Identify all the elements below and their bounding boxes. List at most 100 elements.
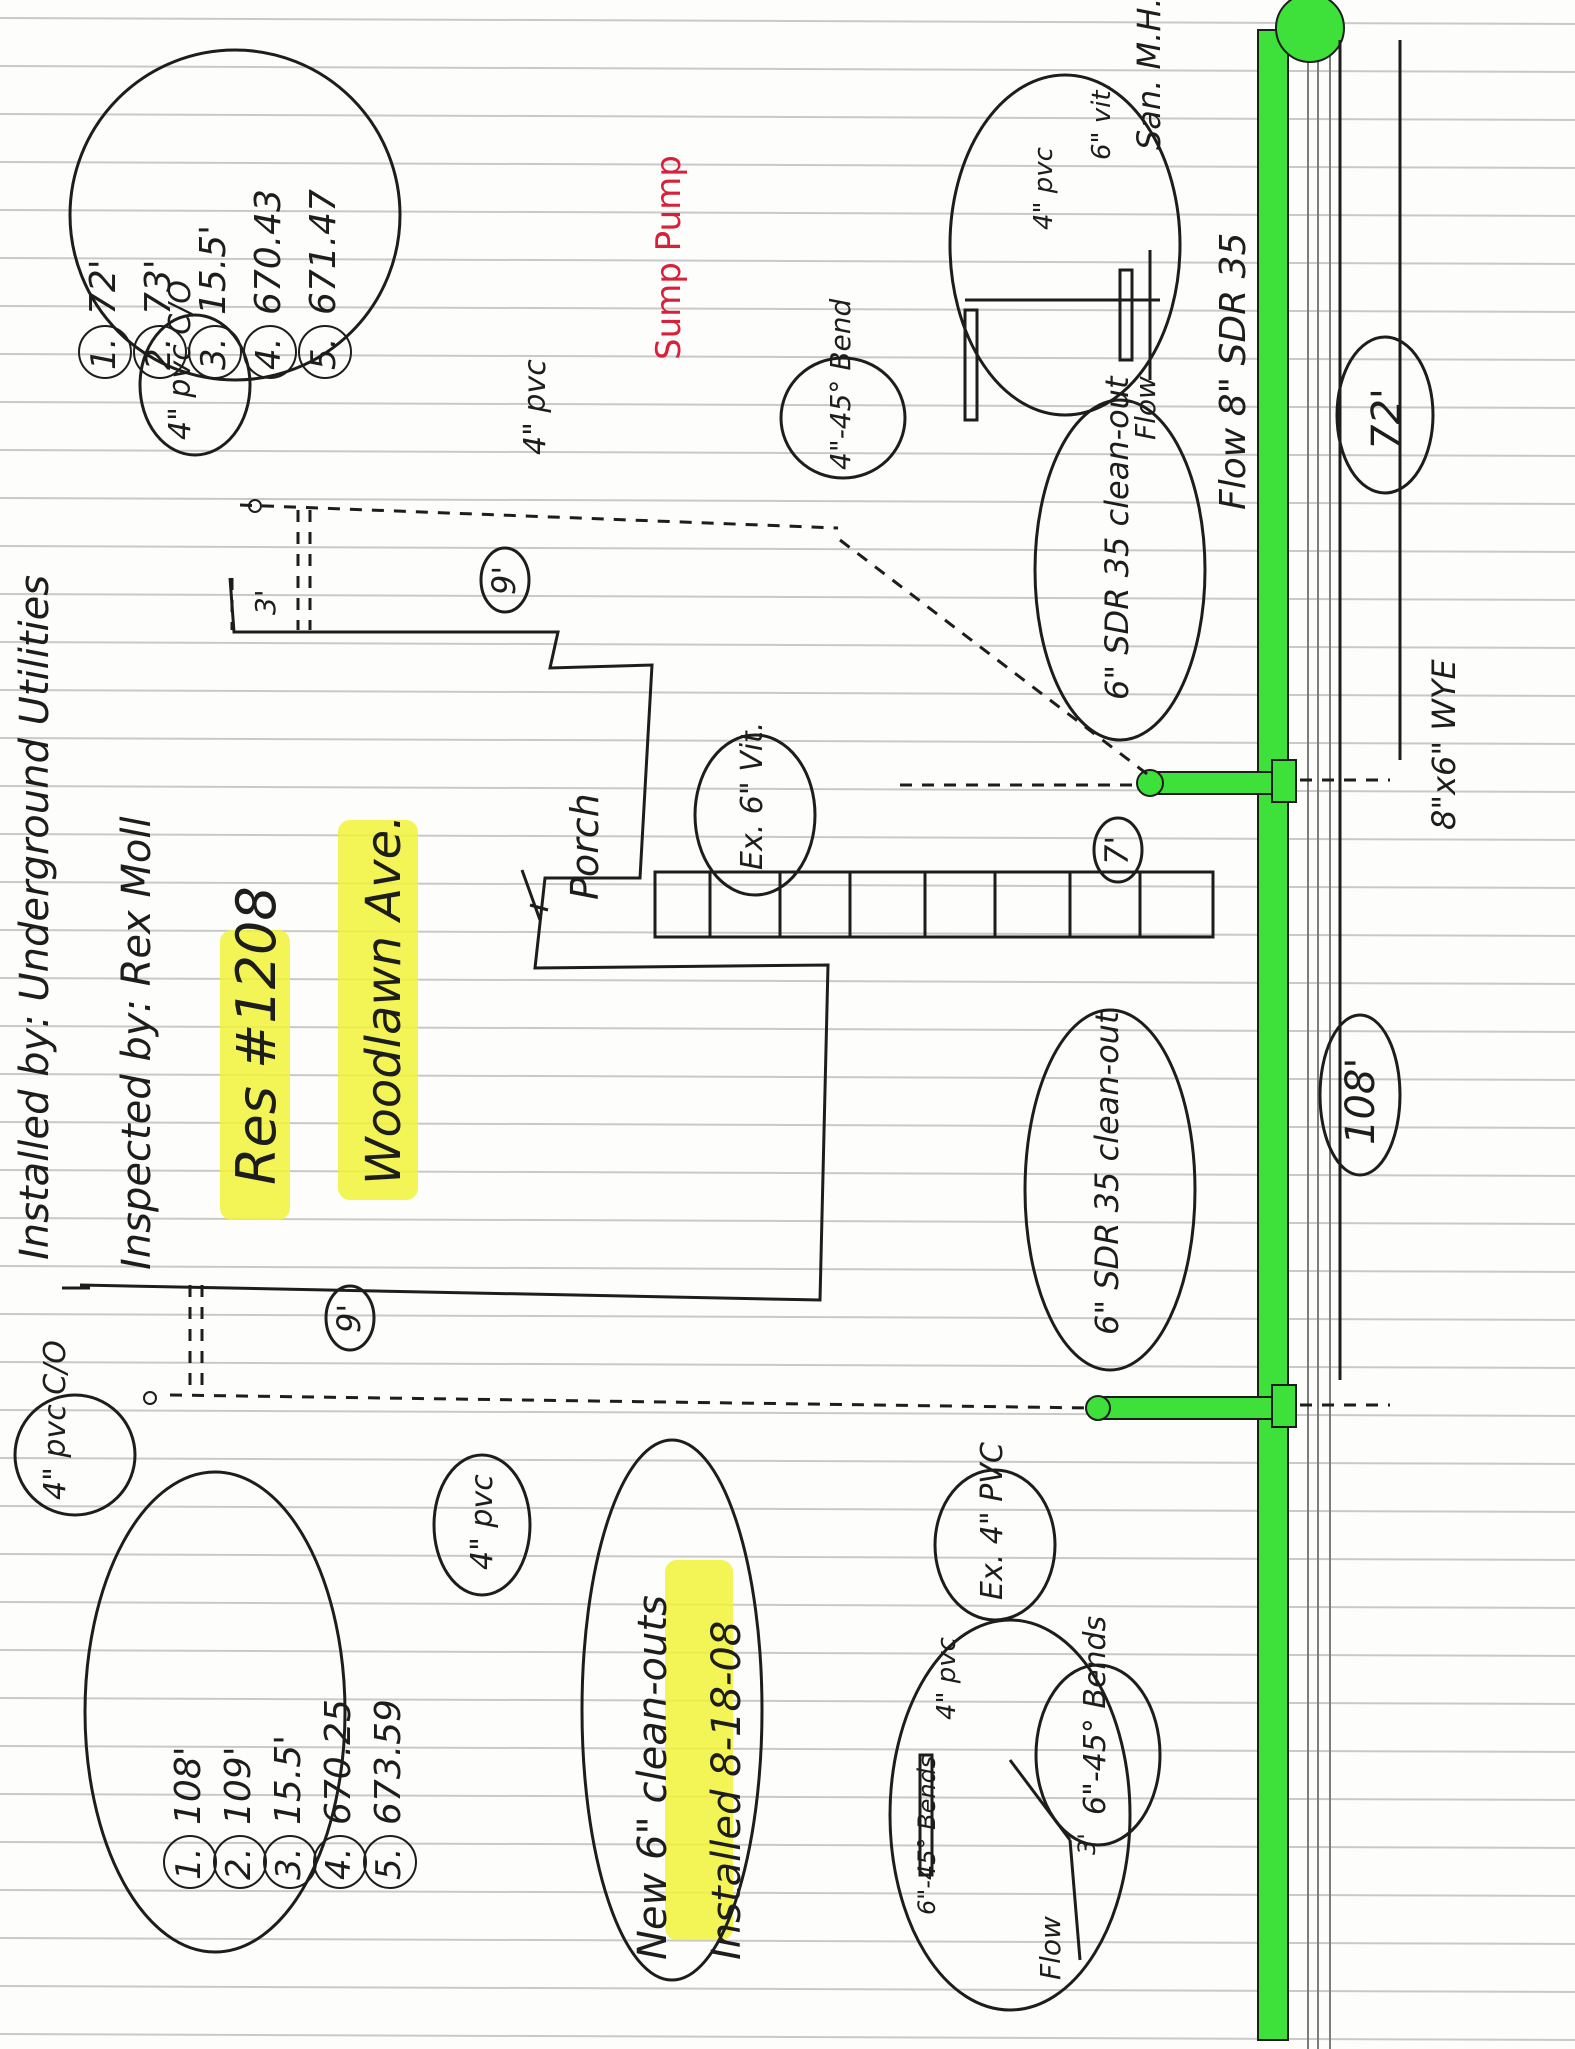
ruled-line bbox=[0, 881, 1575, 889]
installed-date-text: Installed 8-18-08 bbox=[704, 1621, 750, 1960]
legend-num-circle bbox=[298, 325, 352, 379]
cleanout-left-icon bbox=[1085, 1395, 1111, 1421]
ruled-line bbox=[0, 113, 1575, 121]
dim-108: 108' bbox=[1338, 1058, 1384, 1145]
legend-value: 15.5' bbox=[193, 225, 234, 315]
ruled-line bbox=[0, 689, 1575, 697]
legend-num: 3. bbox=[269, 1848, 309, 1880]
legend-num: 3. bbox=[194, 338, 234, 370]
legend-value: 670.25 bbox=[318, 1699, 359, 1825]
highlight-res bbox=[220, 930, 290, 1220]
ruled-line bbox=[0, 1745, 1575, 1753]
san-mh-label: San. M.H. bbox=[1130, 0, 1168, 150]
ruled-line bbox=[0, 497, 1575, 505]
ruled-line bbox=[0, 401, 1575, 409]
detail-right-oval bbox=[948, 73, 1182, 417]
detail-left-oval bbox=[888, 1618, 1132, 2012]
legend-right: 1.72'2.73'3.15.5'4.670.435.671.47 bbox=[78, 189, 352, 379]
detail-right-sketch bbox=[963, 250, 1160, 422]
ruled-line bbox=[0, 2033, 1575, 2041]
ruled-lines bbox=[0, 17, 1575, 2041]
dim-right9-oval bbox=[479, 546, 531, 614]
manhole-icon bbox=[1275, 0, 1345, 63]
legend-value: 671.47 bbox=[303, 189, 344, 315]
bends-left-oval bbox=[1034, 1663, 1162, 1847]
street-text: Woodlawn Ave. bbox=[356, 815, 412, 1185]
highlight-street bbox=[338, 820, 418, 1200]
co-right-label: 4" pvc C/O bbox=[163, 280, 198, 440]
ruled-line bbox=[0, 449, 1575, 457]
ruled-line bbox=[0, 1649, 1575, 1657]
ruled-line bbox=[0, 593, 1575, 601]
pvc-right-label: 4" pvc bbox=[518, 359, 553, 455]
detail-left-sketch bbox=[918, 1753, 1082, 1961]
highlight-date bbox=[665, 1560, 733, 1940]
main-sewer-pipe bbox=[1257, 29, 1289, 2041]
cleanout-right-oval bbox=[1033, 398, 1207, 742]
legend-num: 5. bbox=[304, 338, 344, 370]
ruled-line bbox=[0, 1601, 1575, 1609]
legend-num-circle bbox=[163, 1835, 217, 1889]
legend-num-circle bbox=[213, 1835, 267, 1889]
ruled-line bbox=[0, 1505, 1575, 1513]
legend-value: 108' bbox=[168, 1746, 209, 1825]
wye-label: 8"x6" WYE bbox=[1425, 659, 1463, 830]
bend-right-oval bbox=[779, 356, 907, 480]
legend-num-circle bbox=[133, 325, 187, 379]
ruled-line bbox=[0, 1793, 1575, 1801]
detail-right-vit-label: 6" vit. bbox=[1087, 82, 1117, 160]
legend-right-oval bbox=[68, 48, 402, 382]
ruled-line bbox=[0, 1313, 1575, 1321]
ruled-line bbox=[0, 1985, 1575, 1993]
dim-left9: 9' bbox=[330, 1304, 368, 1333]
dim-72-oval bbox=[1335, 335, 1435, 495]
cleanout-cap-left-icon bbox=[143, 1391, 157, 1405]
ruled-line bbox=[0, 737, 1575, 745]
flow-left-label: Flow bbox=[1034, 1916, 1067, 1980]
dim-seven: 7' bbox=[1098, 836, 1136, 865]
inspected-by-text: Inspected by: Rex Moll bbox=[114, 816, 160, 1270]
detail-left-pvc-label: 4" pvc bbox=[932, 1637, 962, 1720]
legend-value: 15.5' bbox=[268, 1735, 309, 1825]
legend-left-oval bbox=[83, 1470, 347, 1954]
legend-num-circle bbox=[188, 325, 242, 379]
legend-num-circle bbox=[78, 325, 132, 379]
legend-value: 673.59 bbox=[368, 1699, 409, 1825]
legend-value: 670.43 bbox=[248, 189, 289, 315]
ruled-line bbox=[0, 833, 1575, 841]
ex6vit-oval bbox=[693, 733, 817, 897]
cleanout-cap-right-icon bbox=[248, 499, 262, 513]
lateral-right bbox=[1149, 771, 1273, 795]
ruled-line bbox=[0, 641, 1575, 649]
legend-value: 72' bbox=[83, 259, 124, 315]
ruled-line bbox=[0, 257, 1575, 265]
legend-value: 73' bbox=[138, 259, 179, 315]
dim-three-top: 3' bbox=[249, 589, 282, 615]
legend-num: 5. bbox=[369, 1848, 409, 1880]
wye-right bbox=[1271, 759, 1297, 803]
service-lines bbox=[169, 503, 1390, 1410]
cleanout-right-label: 6" SDR 35 clean-out bbox=[1098, 375, 1136, 700]
ruled-line bbox=[0, 1937, 1575, 1945]
porch-arrow bbox=[520, 869, 549, 921]
ruled-line bbox=[0, 1697, 1575, 1705]
dim-108-oval bbox=[1318, 1013, 1402, 1177]
installed-by-text: Installed by: Underground Utilities bbox=[12, 575, 58, 1260]
ruled-line bbox=[0, 785, 1575, 793]
ex6vit-label: Ex. 6" Vit. bbox=[735, 722, 770, 870]
cleanout-left-label: 6" SDR 35 clean-out bbox=[1088, 1010, 1126, 1335]
new-cleanouts-text: New 6" clean-outs bbox=[630, 1595, 676, 1960]
bend-right-label: 4"-45° Bend bbox=[824, 298, 857, 470]
legend-num: 1. bbox=[84, 338, 124, 370]
res-number-text: Res #1208 bbox=[225, 886, 288, 1185]
cleanout-right-icon bbox=[1136, 769, 1164, 797]
co-right-oval bbox=[138, 313, 252, 457]
flow-main-label: Flow 8" SDR 35 bbox=[1213, 233, 1254, 510]
ruled-line bbox=[0, 305, 1575, 313]
ruled-line bbox=[0, 65, 1575, 73]
legend-num: 4. bbox=[319, 1848, 359, 1880]
legend-num: 1. bbox=[169, 1848, 209, 1880]
legend-value: 109' bbox=[218, 1746, 259, 1825]
ruled-line bbox=[0, 1889, 1575, 1897]
